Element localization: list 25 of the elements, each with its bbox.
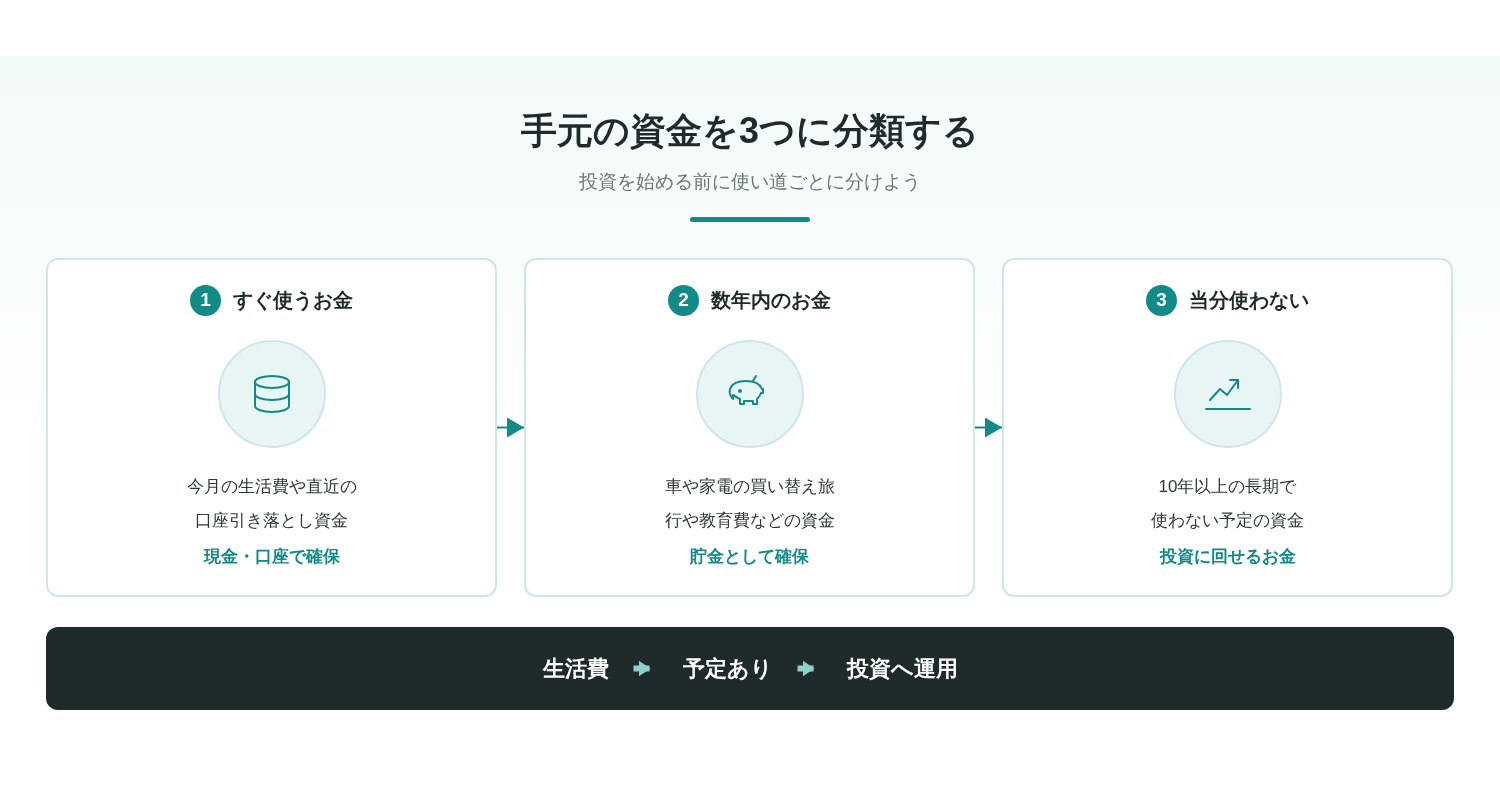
summary-step: 予定あり [657,652,798,685]
summary-bar [46,627,1454,710]
subtitle: 投資を始める前に使い道ごとに分けよう [578,170,922,194]
card-description: 10年以上の長期で使わない予定の資金 [1150,476,1305,532]
card-note: 貯金として確保 [690,546,809,568]
summary-step: 生活費 [517,652,634,685]
category-card [1002,258,1453,597]
card-note: 投資に回せるお金 [1159,546,1296,568]
category-card [524,258,975,597]
arrow [797,660,815,677]
number-badge: 1 [190,284,221,316]
card-description: 今月の生活費や直近の口座引き落とし資金 [185,476,358,532]
card-heading: 当分使わない [1189,288,1309,313]
card-description: 車や家電の買い替え旅行や教育費などの資金 [663,476,836,532]
arrow [633,660,651,677]
title: 手元の資金を3つに分類する [520,109,980,153]
arrow [496,417,525,438]
card-heading: 数年内のお金 [711,288,831,313]
category-card [46,258,497,597]
number-badge: 3 [1146,284,1177,316]
card-heading: すぐ使うお金 [233,288,353,313]
number-badge: 2 [668,284,699,316]
card-note: 現金・口座で確保 [203,546,340,568]
arrow [974,417,1003,438]
summary-step: 投資へ運用 [821,652,983,685]
